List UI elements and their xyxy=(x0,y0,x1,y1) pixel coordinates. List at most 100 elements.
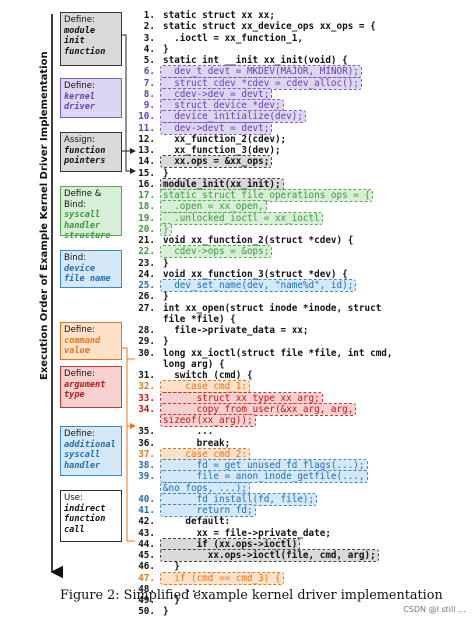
line-number: 8. xyxy=(143,88,155,100)
line-number: 36. xyxy=(138,437,155,449)
line-number: 32. xyxy=(138,381,155,393)
code-text: file->private_data = xx; xyxy=(163,325,309,336)
line-number: 31. xyxy=(138,370,155,381)
annotation-term: function xyxy=(64,514,106,525)
code-line: 10. device_initialize(dev); xyxy=(132,110,306,124)
code-text: dev_t devt = MKDEV(MAJOR, MINOR); xyxy=(160,65,362,79)
code-text: xx = file->private_date; xyxy=(163,527,331,539)
code-line: 45. xx.ops->ioctl(file, cmd, arg); xyxy=(132,548,379,563)
code-line: 19. .unlocked_ioctl = xx_ioctl xyxy=(132,211,323,225)
annotation-term: function xyxy=(64,46,106,57)
code-line: 20.} xyxy=(132,222,172,236)
code-line: 4.} xyxy=(132,44,171,55)
code-line: 16.module_init(xx_init); xyxy=(132,177,284,191)
code-text: void xx_function_2(struct *cdev) { xyxy=(163,235,354,246)
annotation-term: type xyxy=(64,390,85,401)
code-text: break; xyxy=(163,437,231,449)
line-number: 25. xyxy=(138,280,155,291)
code-line: 29.} xyxy=(132,336,171,347)
code-text: ... xyxy=(163,426,214,438)
code-text: return fd; xyxy=(160,503,256,518)
code-line: 47. if (cmd == cmd_3) { xyxy=(132,571,284,585)
code-line: 7. struct cdev *cdev = cdev_alloc(); xyxy=(132,76,362,90)
code-line: 1.static struct xx xx; xyxy=(132,10,277,21)
annotation-term: syscall xyxy=(64,210,101,221)
code-text: cdev->ops = &ops; xyxy=(159,245,273,259)
code-line: 3. .ioctl = xx_function_1, xyxy=(132,33,305,44)
code-line: file *file) { xyxy=(132,314,238,325)
line-number: 2. xyxy=(143,21,155,33)
code-line: 14. xx.ops = &xx_ops; xyxy=(132,155,273,169)
annotation-heading: Bind: xyxy=(64,253,87,263)
annotation-heading: Define & Bind: xyxy=(64,189,102,210)
code-line: 46. } xyxy=(132,561,182,572)
code-line: 6. dev_t devt = MKDEV(MAJOR, MINOR); xyxy=(132,65,362,79)
code-line: 18. .open = xx_open, xyxy=(132,200,267,214)
code-text: if (cmd == cmd_3) { xyxy=(160,571,284,585)
line-number: 45. xyxy=(138,550,155,561)
line-number: 43. xyxy=(138,527,155,539)
line-number: 15. xyxy=(138,167,155,179)
code-line: 34. copy_from_user(&xx_arg, arg, xyxy=(132,402,357,416)
annotation-heading: Define: xyxy=(64,429,95,439)
annotation-term: structure xyxy=(64,231,111,242)
code-text: file = anon_inode_getfile(..., xyxy=(160,470,368,484)
line-number: 44. xyxy=(138,538,155,550)
code-text: void xx_function_3(struct *dev) { xyxy=(163,268,348,280)
line-number: 24. xyxy=(138,268,155,280)
code-line: 12. xx_function_2(cdev); xyxy=(132,134,288,145)
code-text: module_init(xx_init); xyxy=(160,177,284,191)
code-line: 31. switch (cmd) { xyxy=(132,370,255,381)
code-text: default: xyxy=(163,516,231,528)
line-number: 13. xyxy=(138,145,155,156)
figure-caption: Figure 2: Simplified example kernel driv… xyxy=(60,588,443,603)
line-number: 48. xyxy=(138,583,155,595)
code-line: 40. fd_install(fd, file); xyxy=(132,492,318,506)
code-text: } xyxy=(160,222,172,236)
line-number: 34. xyxy=(138,403,155,415)
code-line: 36. break; xyxy=(132,438,232,449)
line-number: 49. xyxy=(138,595,155,606)
code-text: } xyxy=(163,336,169,348)
code-text: dev->devt = devt; xyxy=(159,121,273,135)
line-number: 14. xyxy=(138,156,155,168)
line-number: 4. xyxy=(143,43,155,55)
annotation-heading: Assign: xyxy=(64,135,96,145)
line-number: 29. xyxy=(138,336,155,348)
code-text: xx_function_2(cdev); xyxy=(163,133,287,145)
code-text: } xyxy=(163,43,169,55)
code-text: int xx_open(struct inode *inode, struct xyxy=(163,302,382,314)
code-line: 25. dev_set_name(dev, "name%d", id); xyxy=(132,278,357,293)
line-number: 18. xyxy=(138,201,155,213)
code-text: .ioctl = xx_function_1, xyxy=(163,32,303,44)
line-number: 1. xyxy=(143,10,155,21)
code-text: dev_set_name(dev, "name%d", id); xyxy=(159,278,357,293)
code-line: 15.} xyxy=(132,168,171,179)
code-line: 41. return fd; xyxy=(132,503,256,518)
annotation-term: kernel xyxy=(64,91,96,102)
code-line: 35. ... xyxy=(132,426,215,437)
code-text: struct device *dev; xyxy=(160,98,284,113)
code-text: fd_install(fd, file); xyxy=(159,492,318,506)
code-line: 26.} xyxy=(132,291,171,302)
code-text: } xyxy=(163,257,169,269)
code-line: 28. file->private_data = xx; xyxy=(132,325,311,336)
line-number: 3. xyxy=(143,32,155,44)
annotation-term: indirect xyxy=(64,503,106,514)
code-line: 13. xx_function_3(dev); xyxy=(132,145,283,156)
code-text: file *file) { xyxy=(163,313,236,325)
code-line: 43. xx = file->private_date; xyxy=(132,528,333,539)
line-number: 40. xyxy=(138,493,155,505)
code-text: &no_fops, ...); xyxy=(160,481,250,495)
code-text: long xx_ioctl(struct file *file, int cmd… xyxy=(163,347,393,359)
annotation-term: handler xyxy=(64,460,101,471)
line-number: 20. xyxy=(138,223,155,235)
annotation-heading: Define: xyxy=(64,81,95,91)
